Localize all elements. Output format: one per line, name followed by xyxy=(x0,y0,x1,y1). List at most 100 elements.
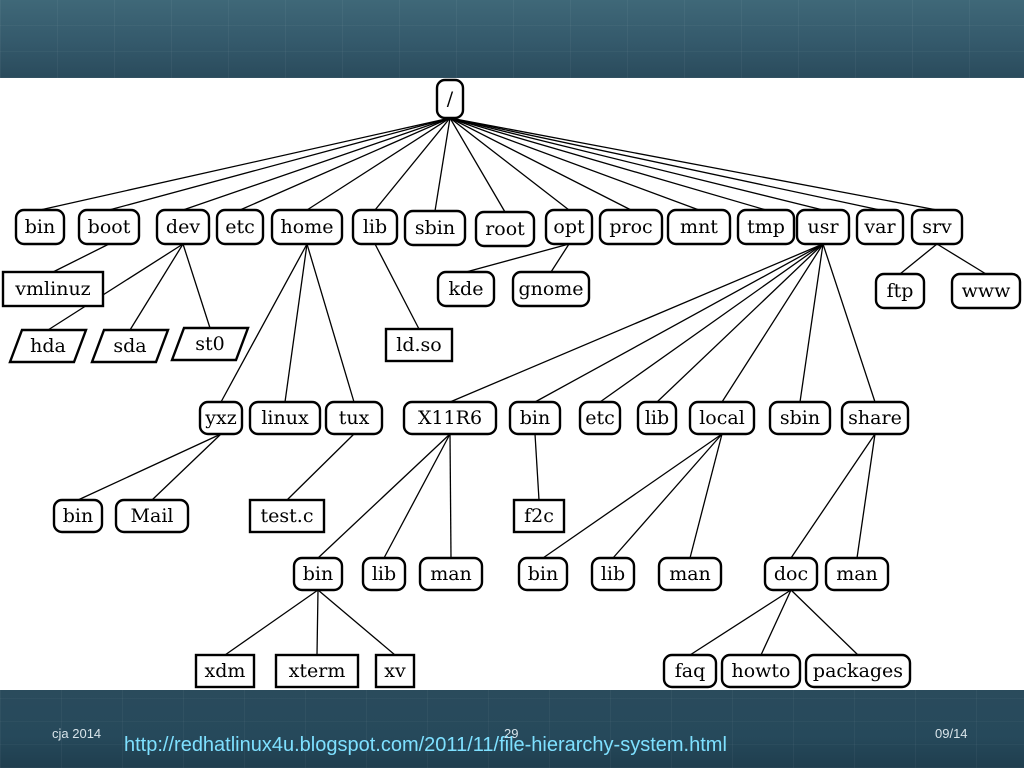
node-box-f2c xyxy=(512,498,566,534)
node-label-www: www xyxy=(962,280,1012,302)
node-box-vmlinuz xyxy=(1,270,105,308)
node-label-mnt: mnt xyxy=(680,216,718,238)
node-label-xdm: xdm xyxy=(205,660,246,682)
node-label-xbin: bin xyxy=(303,563,333,585)
node-box-testc xyxy=(248,498,326,534)
node-box-linux xyxy=(248,400,322,436)
node-box-yxz xyxy=(198,400,244,436)
edge-local-lman xyxy=(689,433,723,559)
node-kde: kde xyxy=(436,270,496,308)
node-doc: doc xyxy=(763,556,819,592)
edge-local-llib xyxy=(612,433,723,559)
node-label-packages: packages xyxy=(813,660,903,682)
node-box-lman xyxy=(657,556,723,592)
node-box-ybin xyxy=(52,498,104,534)
node-label-xterm: xterm xyxy=(289,660,346,682)
edge-root-proc xyxy=(449,117,632,211)
node-faq: faq xyxy=(662,653,718,689)
node-label-mail: Mail xyxy=(131,505,174,527)
node-label-srv: srv xyxy=(922,216,952,238)
node-label-doc: doc xyxy=(774,563,808,585)
edge-root-rootdir xyxy=(449,117,506,213)
edge-home-yxz xyxy=(220,243,308,403)
edge-usr-x11r6 xyxy=(449,243,824,403)
node-label-share: share xyxy=(848,407,902,429)
edge-root-boot xyxy=(108,117,451,211)
node-x11r6: X11R6 xyxy=(402,400,498,436)
node-label-linux: linux xyxy=(261,407,309,429)
node-label-uetc: etc xyxy=(585,407,615,429)
node-box-uetc xyxy=(578,400,622,436)
node-local: local xyxy=(688,400,756,436)
node-ybin: bin xyxy=(52,498,104,534)
node-box-xv xyxy=(374,653,416,689)
node-box-home xyxy=(270,208,344,246)
node-lib: lib xyxy=(351,208,399,246)
node-bin: bin xyxy=(14,208,66,246)
node-box-ldso xyxy=(384,327,454,363)
edge-yxz-ybin xyxy=(77,433,222,501)
edge-srv-ftp xyxy=(899,243,938,275)
edge-root-var xyxy=(449,117,881,211)
footer-date: 09/14 xyxy=(935,726,968,741)
node-opt: opt xyxy=(544,208,594,246)
node-lman: man xyxy=(657,556,723,592)
node-label-xman: man xyxy=(430,563,472,585)
node-label-xv: xv xyxy=(384,660,406,682)
edge-xbin-xv xyxy=(317,589,396,656)
edge-yxz-mail xyxy=(151,433,222,501)
node-label-home: home xyxy=(281,216,334,238)
edge-root-home xyxy=(306,117,451,211)
edge-usr-local xyxy=(721,243,824,403)
node-label-lman: man xyxy=(669,563,711,585)
edge-share-doc xyxy=(790,433,876,559)
node-sda: sda xyxy=(90,328,170,364)
node-uetc: etc xyxy=(578,400,622,436)
edge-xbin-xdm xyxy=(224,589,319,656)
node-yxz: yxz xyxy=(198,400,244,436)
node-dev: dev xyxy=(155,208,211,246)
node-label-sbin: sbin xyxy=(415,217,455,239)
edge-root-usr xyxy=(449,117,824,211)
node-box-doc xyxy=(763,556,819,592)
node-box-bin xyxy=(14,208,66,246)
edge-root-lib xyxy=(374,117,451,211)
edge-local-lbin xyxy=(542,433,723,559)
node-label-testc: test.c xyxy=(261,505,314,527)
node-label-ubin: bin xyxy=(520,407,550,429)
node-box-share xyxy=(840,400,910,436)
node-proc: proc xyxy=(598,208,664,246)
node-sbin: sbin xyxy=(403,209,467,247)
edge-home-tux xyxy=(306,243,355,403)
node-xterm: xterm xyxy=(274,653,360,689)
node-box-boot xyxy=(77,208,141,246)
node-label-lbin: bin xyxy=(528,563,558,585)
node-label-kde: kde xyxy=(449,278,484,300)
node-packages: packages xyxy=(804,653,912,689)
edge-ubin-f2c xyxy=(534,433,540,501)
node-label-llib: lib xyxy=(601,563,625,585)
node-label-hda: hda xyxy=(30,335,66,357)
edge-home-linux xyxy=(284,243,308,403)
edge-doc-howto xyxy=(760,589,792,656)
node-box-root xyxy=(435,78,465,120)
edge-lib-ldso xyxy=(374,243,420,330)
node-home: home xyxy=(270,208,344,246)
node-st0: st0 xyxy=(170,326,250,362)
node-box-x11r6 xyxy=(402,400,498,436)
node-label-howto: howto xyxy=(731,660,790,682)
edge-dev-sda xyxy=(129,243,184,331)
edge-boot-vmlinuz xyxy=(52,243,110,273)
edge-x11r6-xlib xyxy=(383,433,451,559)
edge-doc-faq xyxy=(689,589,792,656)
node-label-yxz: yxz xyxy=(204,407,236,429)
node-xdm: xdm xyxy=(194,653,256,689)
node-box-xlib xyxy=(361,556,407,592)
node-label-sda: sda xyxy=(113,335,146,357)
node-boot: boot xyxy=(77,208,141,246)
edge-srv-www xyxy=(936,243,987,275)
node-share: share xyxy=(840,400,910,436)
edge-root-srv xyxy=(449,117,938,211)
source-link[interactable]: http://redhatlinux4u.blogspot.com/2011/1… xyxy=(124,734,727,756)
node-label-ldso: ld.so xyxy=(396,334,441,356)
